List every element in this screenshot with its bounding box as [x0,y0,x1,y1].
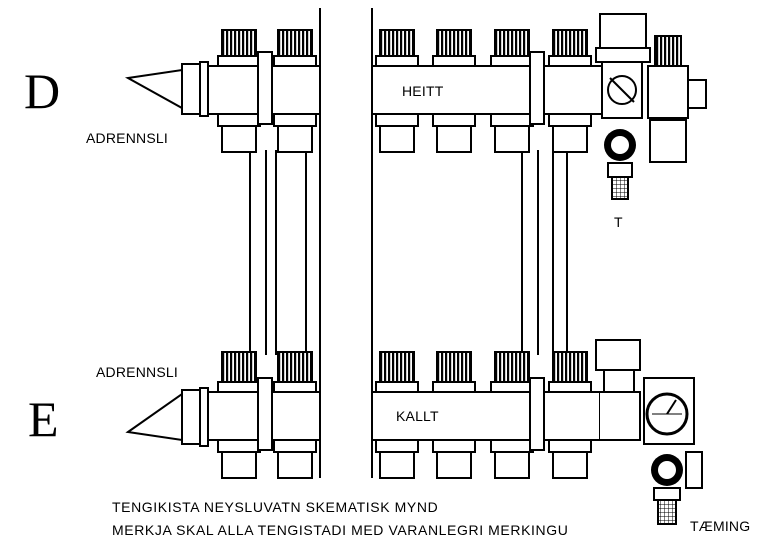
supply-manifold [124,13,707,200]
manifold-body-top-right [371,65,603,115]
caption-line-1: TENGIKISTA NEYSLUVATN SKEMATISK MYND [112,499,439,515]
air-vent-bottom [595,339,641,371]
drain-valve-label: TÆMING [690,518,751,534]
t-connector-label: T [614,214,623,230]
drain-cone-top [124,68,183,110]
manifold-body-bottom-right [371,391,601,441]
drain-label-bottom: ADRENNSLI [96,364,178,380]
caption-line-2: MERKJA SKAL ALLA TENGISTADI MED VARANLEG… [112,522,569,538]
supply-label: HEITT [402,83,444,99]
outlet-valves-top [217,29,592,153]
drain-cone-bottom [125,392,183,442]
return-label: KALLT [396,408,439,424]
bottom-manifold-letter: E [28,391,59,447]
connecting-pipes [249,150,568,355]
drain-label-top: ADRENNSLI [86,130,168,146]
return-manifold [125,339,703,525]
top-manifold-letter: D [24,63,61,119]
